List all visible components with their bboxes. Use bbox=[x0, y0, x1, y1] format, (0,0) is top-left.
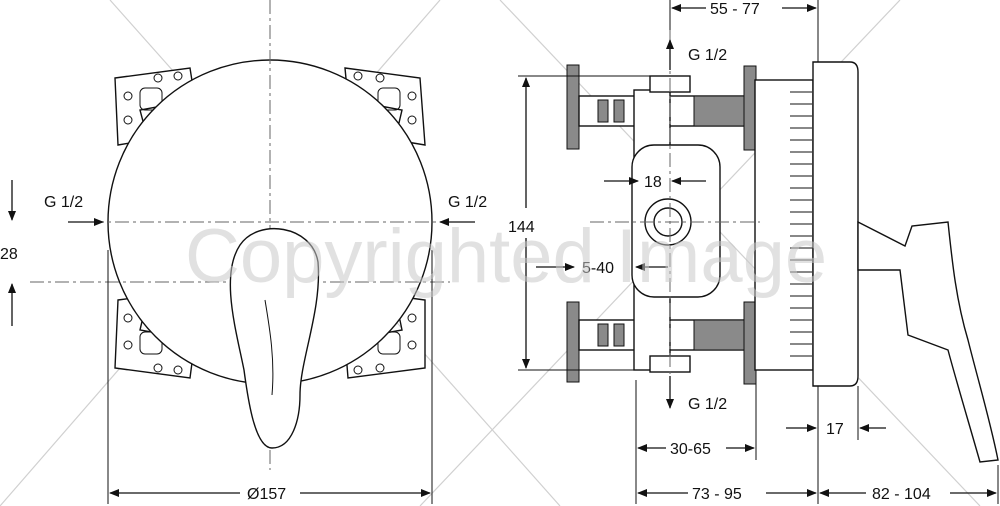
install-range-label: 73 - 95 bbox=[692, 486, 742, 503]
watermark-text: Copyrighted Image bbox=[185, 214, 827, 299]
offset-vertical-label: 28 bbox=[0, 246, 18, 263]
frame-ribs bbox=[790, 91, 812, 357]
inlet-left-label: G 1/2 bbox=[44, 194, 83, 211]
top-range-label: 55 - 77 bbox=[710, 1, 760, 18]
lever-handle bbox=[229, 227, 320, 449]
outlet-top-label: G 1/2 bbox=[688, 47, 727, 64]
plate-thickness-label: 17 bbox=[826, 421, 844, 438]
flange-plate-top bbox=[566, 64, 580, 150]
height-label: 144 bbox=[508, 219, 535, 236]
handle-range-label: 82 - 104 bbox=[872, 486, 931, 503]
diameter-label: Ø157 bbox=[247, 486, 286, 503]
lever-side bbox=[857, 220, 999, 463]
body-range-label: 30-65 bbox=[670, 441, 711, 458]
inlet-right-label: G 1/2 bbox=[448, 194, 487, 211]
spacing-label: 18 bbox=[644, 174, 662, 191]
outlet-bottom-label: G 1/2 bbox=[688, 396, 727, 413]
side-view: 55 - 77 G 1/2 G 1/2 144 18 5-40 30-65 73… bbox=[508, 0, 999, 504]
front-view: G 1/2 G 1/2 28 Ø157 bbox=[0, 0, 487, 504]
cover-plate-side bbox=[812, 61, 859, 387]
mounting-bracket-top-left bbox=[114, 67, 196, 146]
depth-adjust-label: 5-40 bbox=[582, 260, 614, 277]
